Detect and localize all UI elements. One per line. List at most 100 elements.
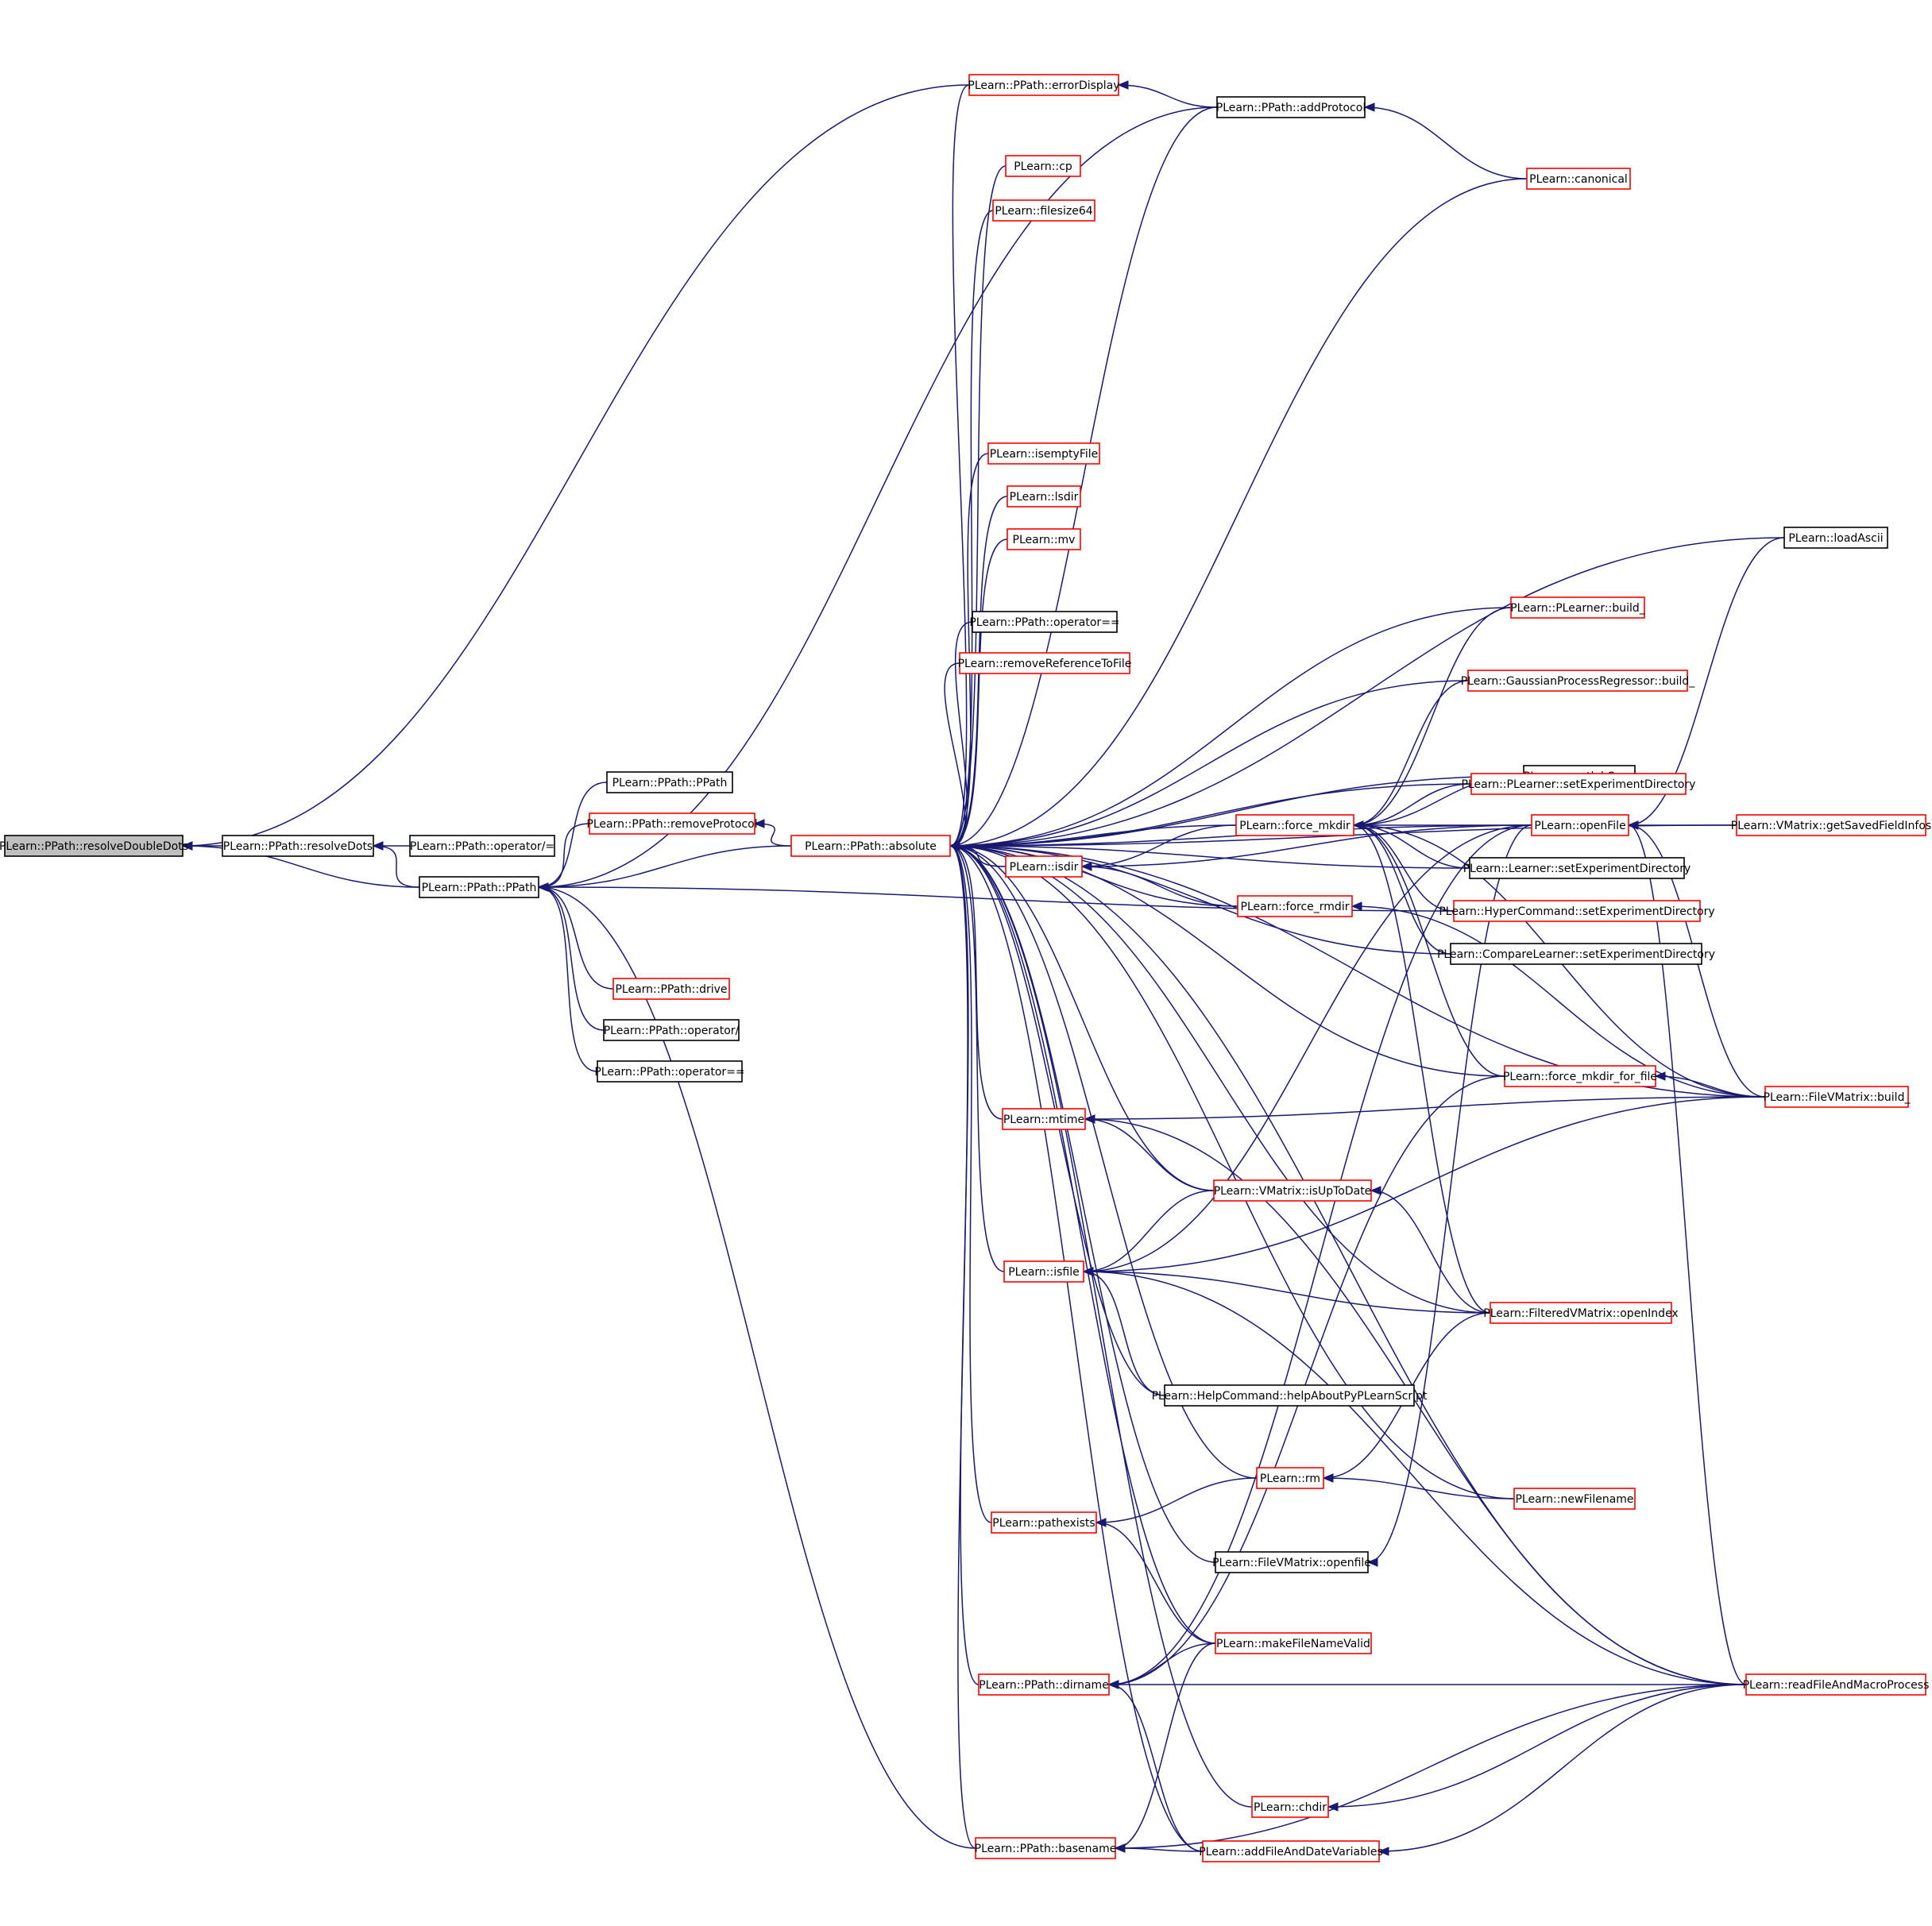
graph-node[interactable]: PLearn::HelpCommand::helpAboutPyPLearnSc… — [1152, 1384, 1428, 1407]
graph-edge — [1627, 820, 1737, 830]
node-label: PLearn::PPath::operator/ — [604, 1025, 740, 1037]
edge-line — [949, 845, 1216, 1644]
graph-node[interactable]: PLearn::mv — [1007, 528, 1081, 550]
graph-node[interactable]: PLearn::cp — [1005, 155, 1081, 177]
graph-node[interactable]: PLearn::PPath::resolveDots — [222, 835, 374, 857]
graph-node[interactable]: PLearn::PPath::basename — [975, 1837, 1117, 1859]
graph-node[interactable]: PLearn::pathexists — [991, 1511, 1097, 1534]
graph-node[interactable]: PLearn::makeFileNameValid — [1215, 1632, 1372, 1654]
graph-node[interactable]: PLearn::isfile — [1003, 1260, 1084, 1283]
graph-node[interactable]: PLearn::rm — [1256, 1467, 1324, 1489]
graph-edge — [949, 165, 1007, 851]
graph-node[interactable]: PLearn::force_mkdir — [1235, 814, 1354, 836]
edge-line — [1081, 824, 1532, 867]
graph-node[interactable]: PLearn::isdir — [1005, 855, 1083, 878]
graph-node[interactable]: PLearn::FileVMatrix::build_ — [1764, 1086, 1911, 1108]
graph-node[interactable]: PLearn::addFileAndDateVariables — [1199, 1840, 1383, 1862]
graph-node[interactable]: PLearn::PPath::dirname — [978, 1673, 1110, 1696]
graph-edge — [949, 841, 1258, 1479]
graph-node[interactable]: PLearn::removeReferenceToFile — [958, 652, 1132, 674]
edge-line — [1353, 824, 1470, 869]
graph-node[interactable]: PLearn::PPath::removeProtocol — [586, 812, 758, 835]
node-label: PLearn::VMatrix::getSavedFieldInfos — [1731, 820, 1931, 832]
node-label: PLearn::PLearner::build_ — [1510, 602, 1646, 615]
edge-line — [949, 845, 1204, 1852]
graph-node[interactable]: PLearn::PPath::PPath — [606, 771, 733, 793]
graph-node[interactable]: PLearn::PPath::operator/ — [603, 1019, 740, 1041]
graph-node[interactable]: PLearn::Learner::setExperimentDirectory — [1463, 857, 1691, 879]
node-box — [1256, 1467, 1324, 1489]
graph-node[interactable]: PLearn::canonical — [1526, 168, 1631, 190]
graph-node[interactable]: PLearn::chdir — [1251, 1796, 1329, 1818]
graph-edge — [949, 841, 1215, 1191]
graph-node[interactable]: PLearn::FilteredVMatrix::openIndex — [1483, 1302, 1679, 1324]
graph-edges — [181, 80, 1785, 1856]
node-box — [589, 812, 755, 835]
graph-edge — [1327, 1684, 1747, 1812]
graph-edge — [949, 178, 1528, 851]
graph-node[interactable]: PLearn::PPath::errorDisplay — [968, 74, 1120, 96]
graph-node[interactable]: PLearn::PPath::PPath — [419, 876, 539, 898]
graph-node[interactable]: PLearn::CompareLearner::setExperimentDir… — [1437, 943, 1715, 965]
graph-node[interactable]: PLearn::mtime — [1002, 1108, 1086, 1130]
graph-node[interactable]: PLearn::HyperCommand::setExperimentDirec… — [1439, 900, 1715, 922]
graph-node[interactable]: PLearn::lsdir — [1007, 485, 1081, 508]
node-box — [409, 835, 555, 857]
graph-node[interactable]: PLearn::PPath::absolute — [790, 835, 951, 857]
edge-line — [949, 845, 1258, 1479]
node-label: PLearn::isfile — [1008, 1266, 1080, 1279]
graph-node[interactable]: PLearn::GaussianProcessRegressor::build_ — [1461, 670, 1696, 692]
edge-arrowhead — [1370, 1186, 1381, 1195]
graph-node[interactable]: PLearn::PPath::operator/= — [409, 835, 555, 857]
edge-line — [538, 886, 598, 1072]
graph-node[interactable]: PLearn::PLearner::setExperimentDirectory — [1462, 773, 1696, 795]
graph-edge — [1352, 783, 1472, 830]
graph-node[interactable]: PLearn::PPath::operator== — [594, 1060, 745, 1083]
edge-line — [1353, 824, 1451, 955]
node-label: PLearn::mv — [1013, 534, 1076, 546]
node-label: PLearn::PLearner::setExperimentDirectory — [1462, 778, 1696, 791]
graph-node[interactable]: PLearn::force_mkdir_for_file — [1503, 1065, 1657, 1087]
node-label: PLearn::PPath::resolveDoubleDots — [0, 840, 188, 853]
graph-edge — [1084, 1096, 1766, 1124]
node-box — [597, 1060, 743, 1083]
edge-line — [1378, 1684, 1747, 1852]
node-box — [1469, 857, 1685, 879]
graph-node[interactable]: PLearn::PLearner::build_ — [1510, 596, 1646, 619]
edge-line — [1081, 866, 1238, 907]
node-label: PLearn::isdir — [1010, 861, 1079, 874]
graph-node[interactable]: PLearn::VMatrix::isUpToDate — [1213, 1179, 1372, 1202]
graph-node[interactable]: PLearn::PPath::addProtocol — [1216, 96, 1366, 118]
graph-node[interactable]: PLearn::readFileAndMacroProcess — [1743, 1673, 1930, 1696]
graph-node[interactable]: PLearn::VMatrix::getSavedFieldInfos — [1731, 814, 1931, 836]
edge-arrowhead — [1350, 901, 1362, 911]
graph-node[interactable]: PLearn::isemptyFile — [987, 442, 1100, 465]
graph-edge — [1107, 1680, 1204, 1852]
node-box — [1736, 814, 1926, 836]
edge-line — [538, 106, 1218, 888]
node-box — [790, 835, 951, 857]
graph-node[interactable]: PLearn::newFilename — [1513, 1488, 1636, 1510]
node-box — [1002, 1108, 1086, 1130]
graph-node[interactable]: PLearn::loadAscii — [1783, 527, 1888, 549]
node-label: PLearn::force_mkdir_for_file — [1503, 1071, 1657, 1083]
graph-node[interactable]: PLearn::FileVMatrix::openfile — [1212, 1551, 1371, 1573]
graph-node[interactable]: PLearn::filesize64 — [992, 199, 1095, 222]
graph-edge — [1084, 1114, 1215, 1191]
edge-line — [1083, 1271, 1491, 1314]
graph-node[interactable]: PLearn::openFile — [1531, 814, 1629, 836]
node-label: PLearn::canonical — [1529, 173, 1628, 186]
edge-line — [538, 782, 608, 888]
edge-arrowhead — [1378, 1847, 1389, 1856]
graph-edge — [949, 841, 1253, 1808]
edge-line — [1115, 1847, 1204, 1852]
graph-edge — [1114, 1684, 1747, 1853]
edge-line — [1628, 537, 1785, 826]
graph-node[interactable]: PLearn::PPath::operator== — [969, 611, 1120, 633]
node-label: PLearn::mtime — [1003, 1114, 1084, 1126]
edge-line — [1083, 1271, 1165, 1396]
node-label: PLearn::PPath::PPath — [612, 777, 728, 789]
graph-node[interactable]: PLearn::PPath::drive — [612, 978, 730, 1000]
graph-node[interactable]: PLearn::force_rmdir — [1237, 895, 1353, 917]
